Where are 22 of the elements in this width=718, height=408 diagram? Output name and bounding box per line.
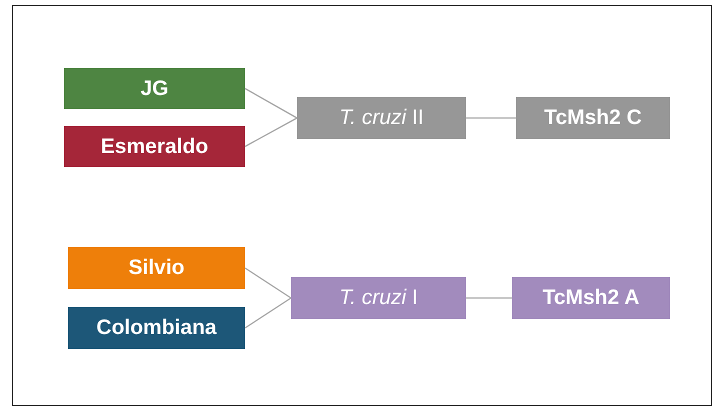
connector-line (466, 117, 516, 119)
process-box (68, 247, 245, 289)
process-box (297, 97, 466, 139)
box-label: TcMsh2 C (544, 105, 642, 132)
connector-line (244, 117, 298, 148)
box-label: Esmeraldo (100, 134, 208, 160)
process-box (512, 277, 670, 319)
box-label: TcMsh2 A (542, 285, 640, 312)
process-box (291, 277, 466, 319)
connector-line (244, 88, 298, 119)
box-label: Colombiana (96, 315, 217, 342)
process-box (516, 97, 670, 139)
connector-line (244, 267, 292, 299)
box-label: Silvio (128, 255, 185, 282)
box-label: T. cruzi I (339, 285, 418, 312)
process-box (64, 68, 245, 109)
box-label: T. cruzi II (339, 105, 424, 132)
connector-line (244, 297, 292, 329)
box-label: JG (140, 76, 168, 102)
process-box (68, 307, 245, 349)
connector-line (466, 297, 512, 299)
process-box (64, 126, 245, 167)
